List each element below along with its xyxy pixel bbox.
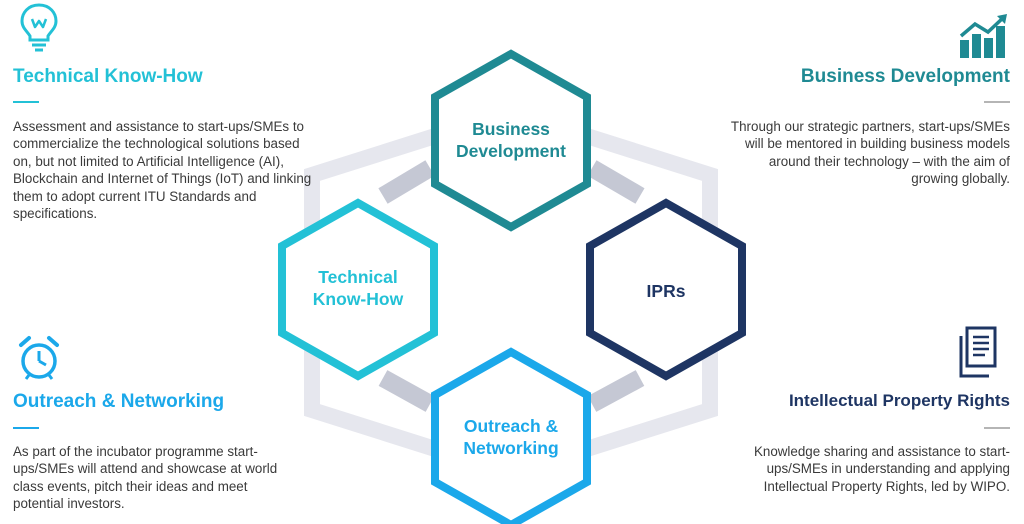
lightbulb-icon — [19, 2, 59, 57]
hex-label-business-line2: Development — [456, 141, 566, 161]
hex-label-technical: Technical Know-How — [288, 266, 428, 310]
ipr-divider — [984, 427, 1010, 429]
hex-label-outreach: Outreach & Networking — [441, 415, 581, 459]
alarm-clock-icon — [17, 335, 61, 386]
hex-label-technical-line2: Know-How — [312, 289, 404, 309]
hex-label-outreach-line2: Networking — [463, 438, 559, 458]
business-divider — [984, 101, 1010, 103]
technical-description: Assessment and assistance to start-ups/S… — [13, 119, 312, 222]
business-title: Business Development — [800, 66, 1010, 87]
hex-label-ipr-line1: IPRs — [646, 281, 686, 301]
connector-business-technical — [378, 160, 435, 204]
hex-label-ipr: IPRs — [596, 280, 736, 302]
technical-divider — [13, 101, 39, 103]
hex-label-outreach-line1: Outreach & — [463, 416, 559, 436]
ipr-description: Knowledge sharing and assistance to star… — [753, 444, 1010, 494]
growth-chart-icon — [958, 14, 1010, 65]
hexagon-business-development — [431, 49, 591, 232]
hexagon-technical-know-how — [278, 198, 438, 381]
ipr-title: Intellectual Property Rights — [788, 391, 1010, 410]
technical-title: Technical Know-How — [13, 66, 203, 87]
hexagon-iprs — [586, 198, 746, 381]
outreach-title: Outreach & Networking — [13, 391, 225, 412]
hex-label-business-line1: Business — [472, 119, 550, 139]
hex-label-business: Business Development — [441, 118, 581, 162]
document-icon — [958, 326, 1000, 383]
connector-ipr-outreach — [587, 370, 645, 412]
hex-label-technical-line1: Technical — [318, 267, 398, 287]
connector-technical-outreach — [378, 370, 435, 412]
connector-business-ipr — [587, 160, 645, 204]
outreach-divider — [13, 427, 39, 429]
business-description: Through our strategic partners, start-up… — [730, 119, 1010, 187]
outreach-description: As part of the incubator programme start… — [13, 444, 278, 512]
hexagon-outreach-networking — [431, 347, 591, 524]
